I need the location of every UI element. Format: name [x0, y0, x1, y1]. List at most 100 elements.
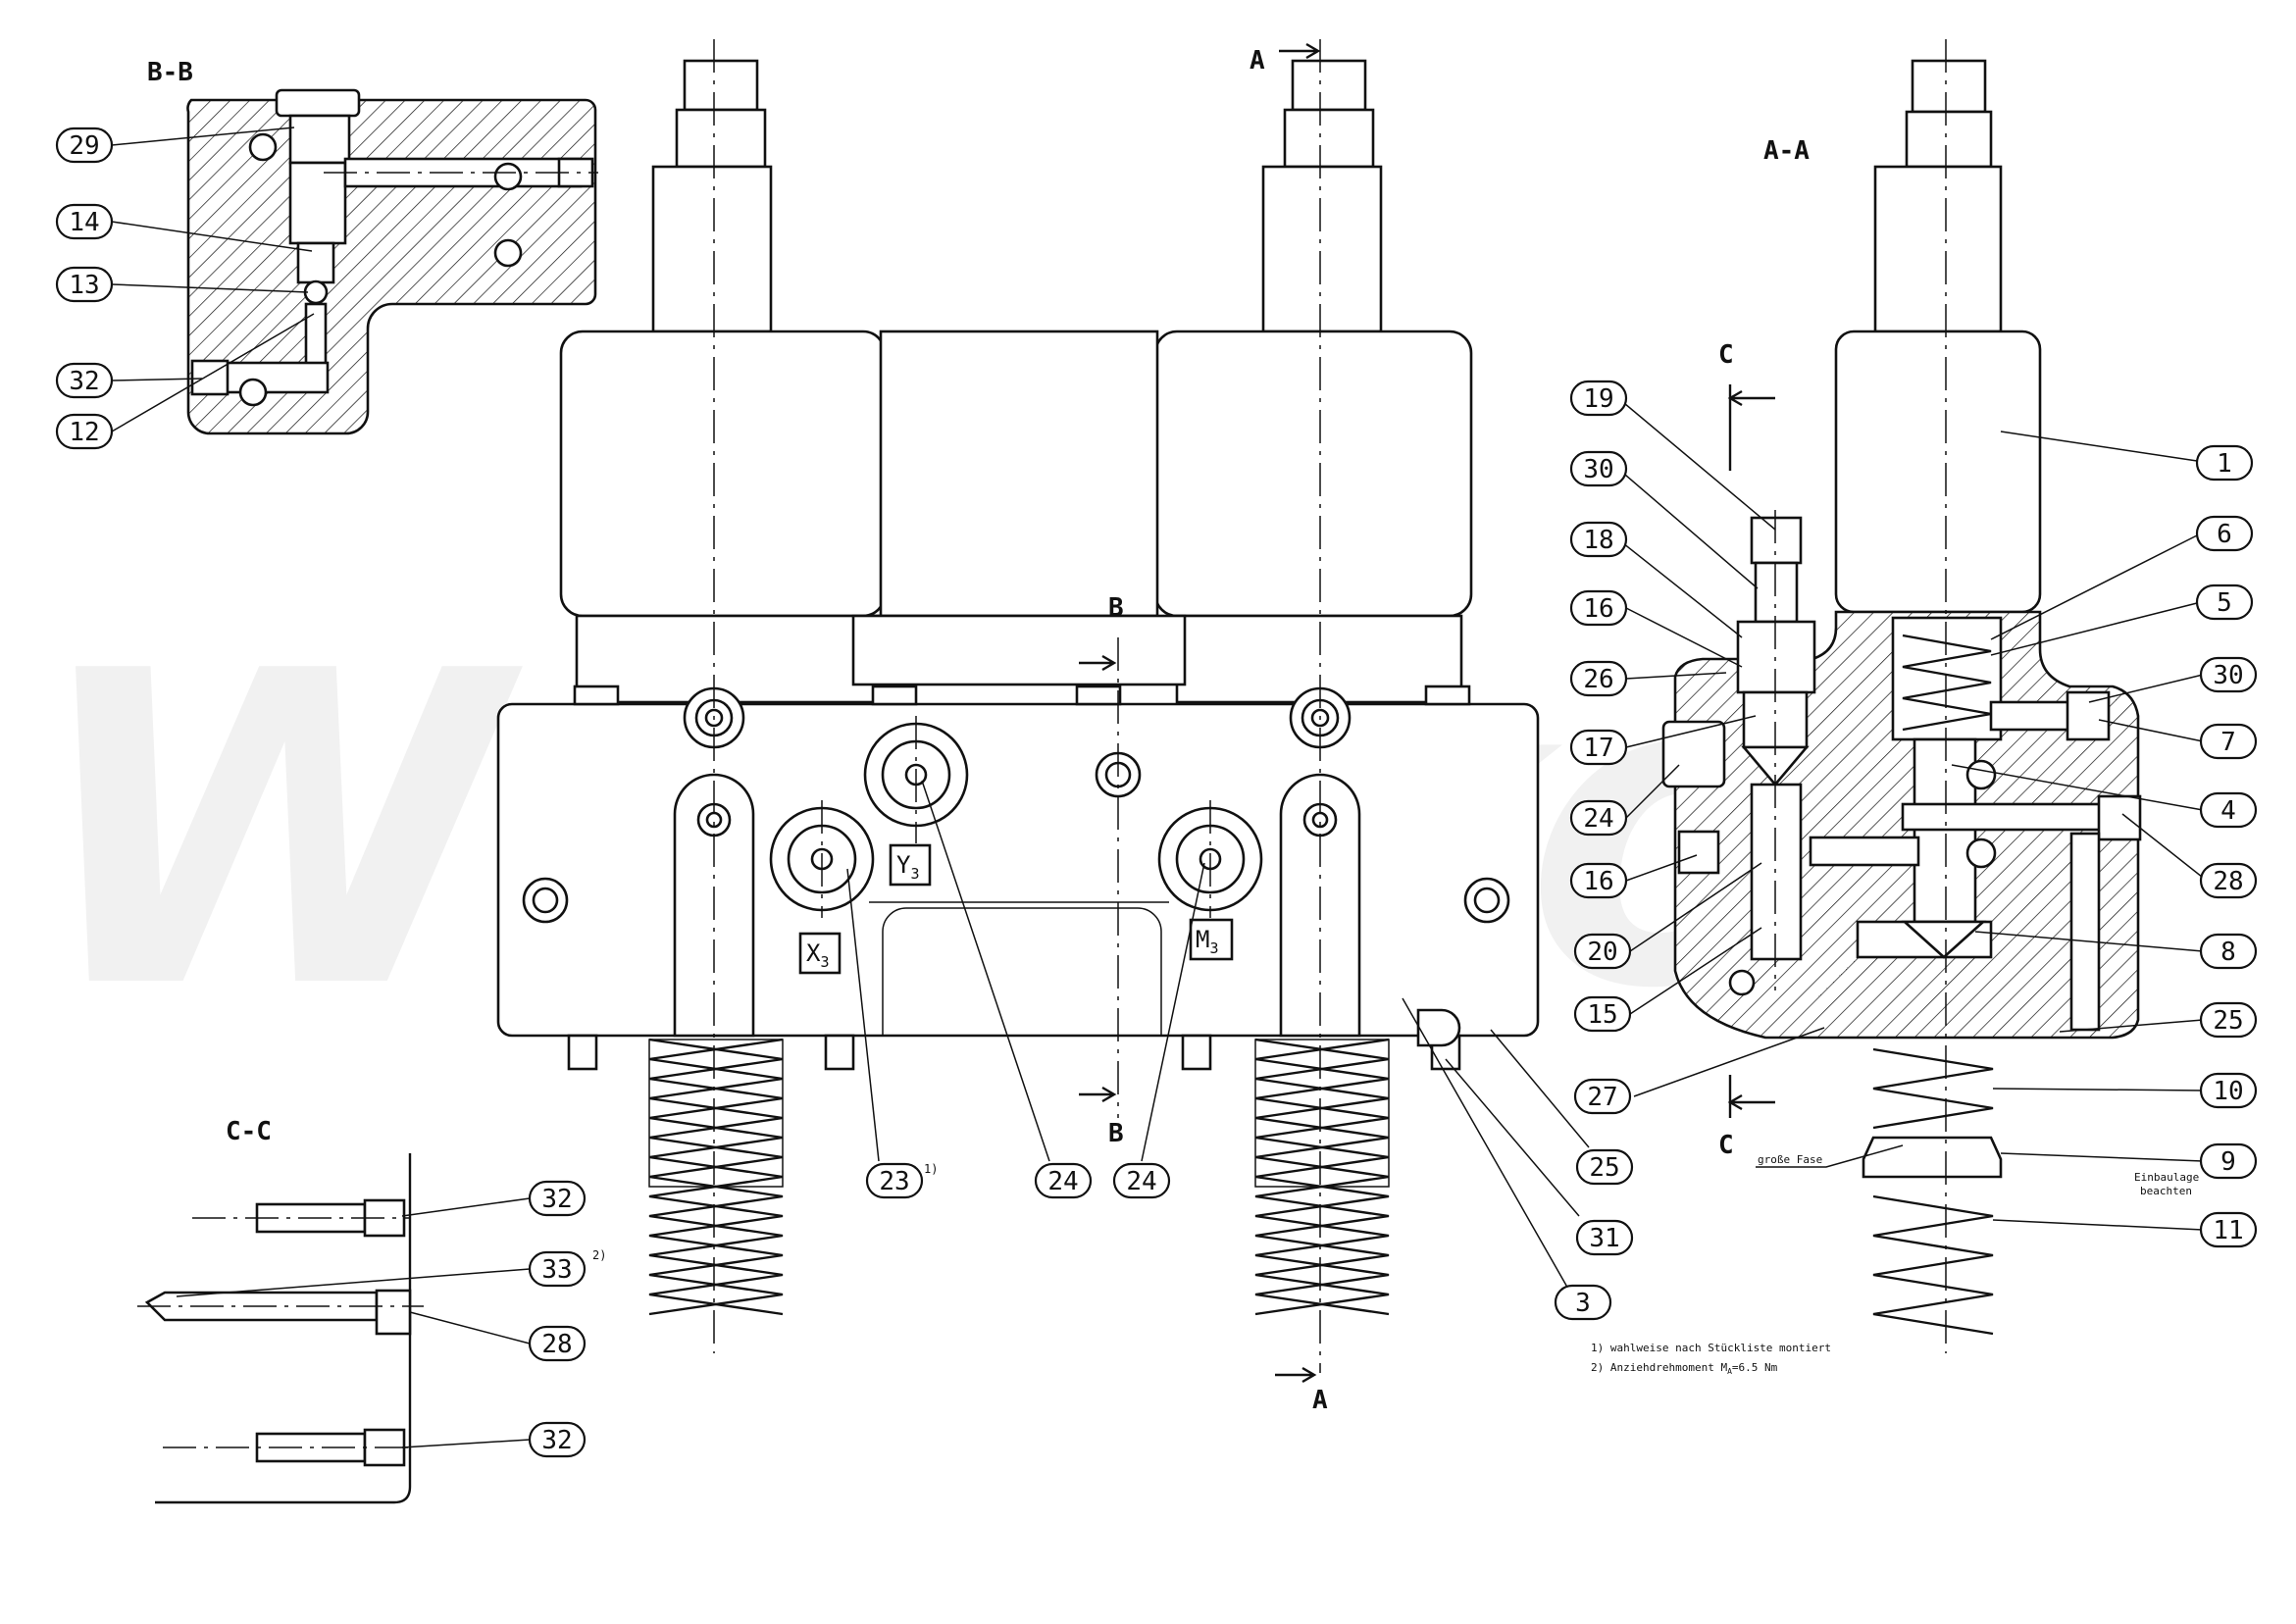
balloon-frame [2199, 723, 2258, 760]
aa-plug-30 [2066, 690, 2111, 741]
bb-leaders [111, 127, 315, 432]
balloon-cc-2: 33 [528, 1250, 587, 1288]
balloon-aa-left-10: 15 [1573, 995, 1632, 1033]
note-marker-1: 1) [924, 1162, 938, 1176]
balloon-aa-right-8: 8 [2199, 933, 2258, 970]
balloon-number: 28 [2213, 867, 2243, 896]
balloon-main-5: 31 [1575, 1219, 1634, 1256]
left-spring [648, 1038, 784, 1316]
balloon-number: 8 [2220, 938, 2236, 967]
cut-b-top: B [1108, 593, 1124, 623]
balloon-bb-1: 29 [55, 127, 114, 164]
note-grosse-fase: große Fase [1758, 1153, 1822, 1166]
balloon-aa-left-11: 27 [1573, 1078, 1632, 1115]
balloon-aa-left-8: 16 [1569, 862, 1628, 899]
balloon-number: 23 [879, 1167, 909, 1196]
lug-3 [1075, 685, 1122, 706]
balloon-main-2: 24 [1034, 1162, 1093, 1199]
aa-pin-hole-2 [1965, 837, 1997, 869]
balloon-aa-right-9: 25 [2199, 1001, 2258, 1039]
cut-a-bottom: A [1312, 1386, 1328, 1415]
balloon-aa-right-4: 30 [2199, 656, 2258, 693]
leader-27 [1633, 1027, 1825, 1097]
port-m-label: M3 [1196, 926, 1218, 957]
bb-plug-body [288, 114, 351, 165]
aa-solenoid-pin [1905, 110, 1993, 169]
leader-28 [2121, 813, 2208, 882]
section-c-c: C-C [137, 1117, 531, 1504]
leader-16-bottom [1625, 854, 1698, 882]
balloon-aa-right-10: 10 [2199, 1072, 2258, 1109]
balloon-aa-left-7: 24 [1569, 799, 1628, 837]
leader-31 [1445, 1058, 1580, 1217]
note-einbaulage-1: Einbaulage [2134, 1171, 2199, 1184]
middle-coil-bridge [879, 330, 1159, 618]
balloon-frame [1575, 1219, 1634, 1256]
balloon-number: 4 [2220, 796, 2236, 826]
aa-cone [1901, 920, 1987, 959]
balloon-frame [1573, 1078, 1632, 1115]
balloon-number: 24 [1126, 1167, 1156, 1196]
balloon-aa-right-11: 9 [2199, 1142, 2258, 1180]
leader-cc-28 [409, 1311, 531, 1345]
leader-29 [111, 127, 295, 146]
bb-plug-32 [190, 359, 230, 396]
balloon-frame [1554, 1284, 1612, 1321]
balloon-main-3: 24 [1112, 1162, 1171, 1199]
balloon-frame [1569, 589, 1628, 627]
footnote-2: 2) Anziehdrehmoment MA=6.5 Nm [1591, 1361, 1778, 1376]
balloon-number: 18 [1583, 526, 1613, 555]
left-spring-coils [648, 1038, 784, 1316]
right-spring-coils [1254, 1038, 1390, 1316]
balloon-number: 14 [69, 208, 99, 237]
cut-c-bottom: C [1718, 1131, 1734, 1160]
stud-3 [1181, 1034, 1212, 1071]
balloon-frame [1575, 1148, 1634, 1186]
cut-b-bottom-arrow [1079, 1086, 1117, 1103]
right-solenoid-pin [1283, 108, 1375, 169]
port-m-label-box [1189, 918, 1234, 961]
balloon-frame [1573, 933, 1632, 970]
section-b-b-label: B-B [147, 58, 193, 87]
leader-14 [111, 221, 313, 252]
balloon-bb-4: 32 [55, 362, 114, 399]
aa-cross-channel [1809, 836, 1920, 867]
balloon-frame [1569, 521, 1628, 558]
cut-a-top: A [1250, 46, 1265, 76]
balloon-frame [2199, 1142, 2258, 1180]
balloon-aa-left-9: 20 [1573, 933, 1632, 970]
balloon-aa-right-12: 11 [2199, 1211, 2258, 1248]
aa-solenoid-pin-tip [1911, 59, 1987, 114]
cc-body-outline [155, 1153, 412, 1504]
balloon-number: 3 [1575, 1289, 1591, 1318]
bb-pin-hole-3 [493, 238, 523, 268]
port-y-label-box [889, 843, 932, 887]
aa-cartridge-19 [1754, 561, 1799, 624]
leader-20 [1629, 862, 1762, 952]
balloon-number: 1 [2217, 449, 2232, 479]
main-view: Y3 X3 M3 A A B B [496, 39, 1590, 1415]
balloon-frame [1569, 799, 1628, 837]
balloon-number: 10 [2213, 1077, 2243, 1106]
balloon-frame [2195, 584, 2254, 621]
balloon-frame [2195, 444, 2254, 482]
balloon-number: 32 [541, 1426, 572, 1455]
right-solenoid-coil [1153, 330, 1473, 618]
leader-8 [1974, 931, 2204, 952]
balloon-aa-left-2: 30 [1569, 450, 1628, 487]
balloon-number: 28 [541, 1330, 572, 1359]
balloon-frame [1569, 450, 1628, 487]
balloon-number: 6 [2217, 520, 2232, 549]
section-a-a-label: A-A [1763, 136, 1810, 166]
right-solenoid-pin-tip [1291, 59, 1367, 112]
balloon-aa-right-1: 1 [2195, 444, 2254, 482]
cut-c-top-arrow [1727, 384, 1775, 471]
port-y-label: Y3 [896, 851, 919, 883]
leader-cc-33 [176, 1268, 531, 1297]
leader-cc-32-bottom [401, 1439, 531, 1448]
aa-solenoid-coil [1834, 330, 2042, 614]
balloon-number: 32 [69, 367, 99, 396]
balloon-frame [55, 413, 114, 450]
